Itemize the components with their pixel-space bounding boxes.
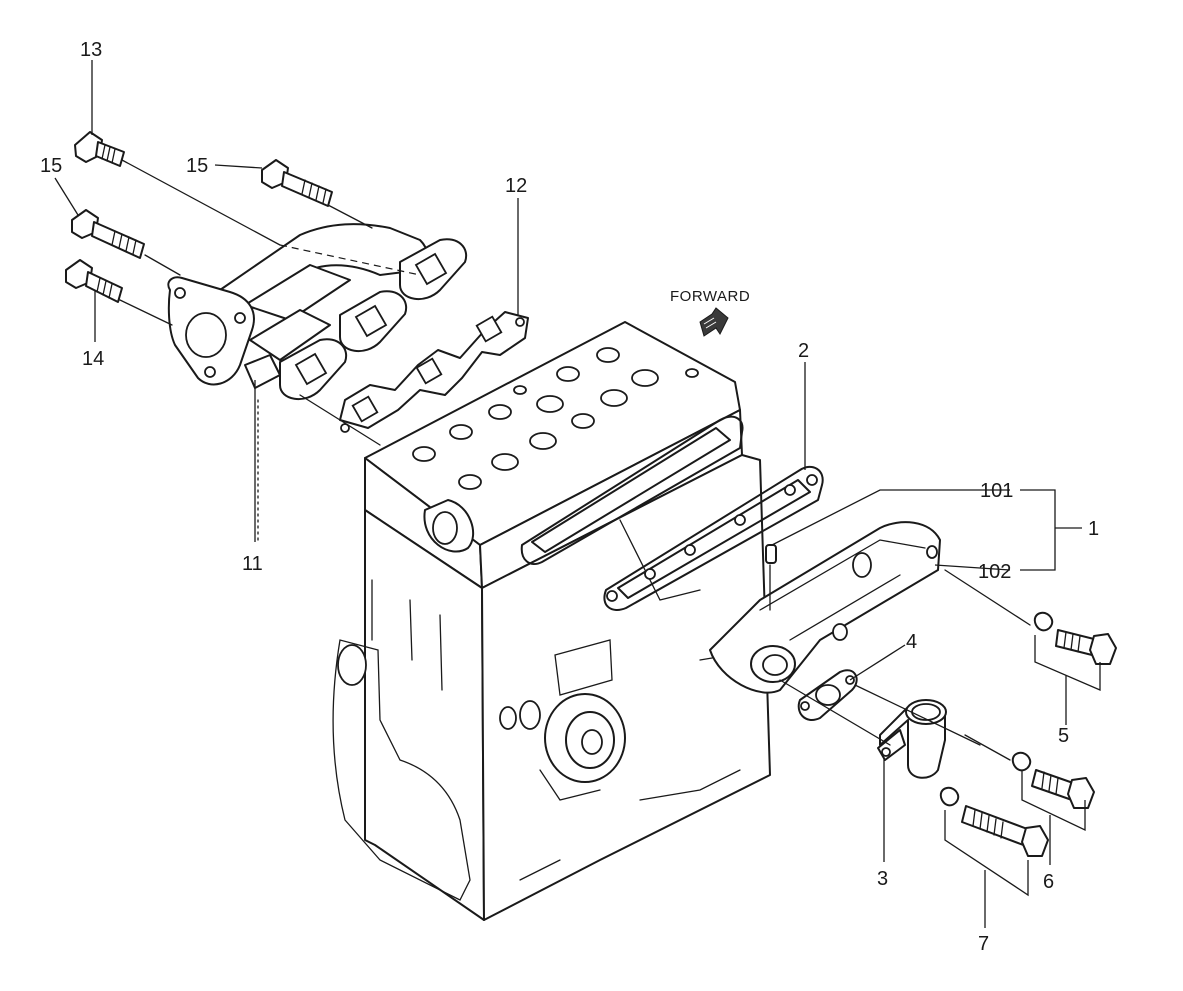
- water-outlet-housing: [709, 521, 941, 694]
- forward-label: FORWARD: [670, 288, 750, 305]
- head-side-gasket: [520, 415, 744, 565]
- callout-6: 6: [1043, 871, 1054, 893]
- bolt-7: [939, 786, 1049, 857]
- callout-14: 14: [82, 348, 104, 370]
- cover-gasket-2: [603, 465, 824, 611]
- callout-12: 12: [505, 175, 527, 197]
- forward-indicator: FORWARD: [670, 288, 750, 337]
- callout-labels: 13 15 15 12 14 11 2 101 1 102 4 5 3 6 7: [40, 39, 1099, 955]
- leader-lines: [54, 60, 1101, 928]
- manifold-gasket: [339, 311, 529, 433]
- bolt-15-lower: [71, 209, 145, 259]
- callout-101: 101: [980, 480, 1013, 502]
- thermostat-gasket: [797, 669, 858, 721]
- forward-arrow-icon: [699, 307, 729, 337]
- exhaust-manifold: [167, 223, 468, 400]
- callout-11: 11: [242, 553, 263, 575]
- callout-4: 4: [906, 631, 917, 653]
- callout-13: 13: [80, 39, 102, 61]
- bolt-15-upper: [261, 159, 333, 207]
- water-flange-elbow: [877, 699, 947, 779]
- callout-5: 5: [1058, 725, 1069, 747]
- callout-15-lower: 15: [40, 155, 62, 177]
- callout-102: 102: [978, 561, 1011, 583]
- water-pump: [499, 639, 626, 801]
- engine-block: [332, 321, 771, 921]
- bolt-14: [65, 259, 123, 303]
- bolt-5: [1033, 611, 1117, 665]
- callout-15-upper: 15: [186, 155, 208, 177]
- callout-7: 7: [978, 933, 989, 955]
- callout-2: 2: [798, 340, 809, 362]
- callout-1: 1: [1088, 518, 1099, 540]
- callout-3: 3: [877, 868, 888, 890]
- assembly-lines: [119, 159, 1031, 761]
- cylinder-head-holes: [412, 347, 699, 490]
- bolt-6: [1011, 751, 1095, 809]
- bolt-13: [74, 131, 125, 167]
